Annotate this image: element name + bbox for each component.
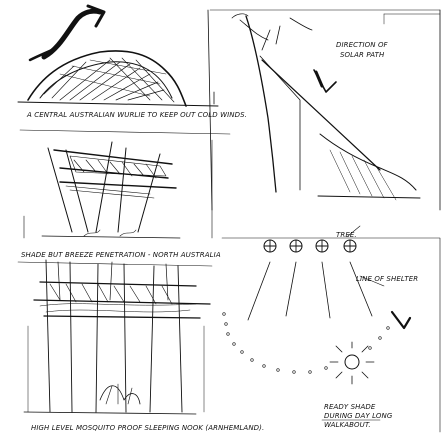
sun-icon (330, 342, 374, 384)
ready-shade-label-line1: READY SHADE (324, 404, 375, 411)
tree-label: TREE. (336, 232, 357, 239)
ready-shade-label-line3: WALKABOUT. (324, 422, 371, 429)
solar-path-label-line2: SOLAR PATH (340, 52, 384, 59)
solar-path-panel (208, 10, 440, 210)
wurlie-caption: A CENTRAL AUSTRALIAN WURLIE TO KEEP OUT … (27, 112, 247, 119)
ready-shade-label-line2: DURING DAY LONG (324, 413, 392, 420)
solar-path-label-line1: DIRECTION OF (336, 42, 388, 49)
sleeping-nook-caption: HIGH LEVEL MOSQUITO PROOF SLEEPING NOOK … (31, 425, 264, 432)
line-of-shelter-label: LINE OF SHELTER (356, 276, 418, 283)
wurlie-panel (18, 6, 218, 106)
sleeping-nook-panel (18, 260, 212, 414)
shade-breeze-caption: SHADE BUT BREEZE PENETRATION - NORTH AUS… (21, 252, 221, 259)
wind-arrow-icon (30, 6, 104, 60)
shade-shelter-panel (20, 130, 230, 238)
tree-shade-panel (222, 226, 440, 432)
shade-arrow-icon (392, 312, 410, 328)
tree-marker-icons (264, 240, 356, 252)
wurlie-dome (18, 51, 218, 106)
solar-direction-arrow-icon (314, 70, 336, 92)
dotted-sun-path (223, 313, 390, 374)
